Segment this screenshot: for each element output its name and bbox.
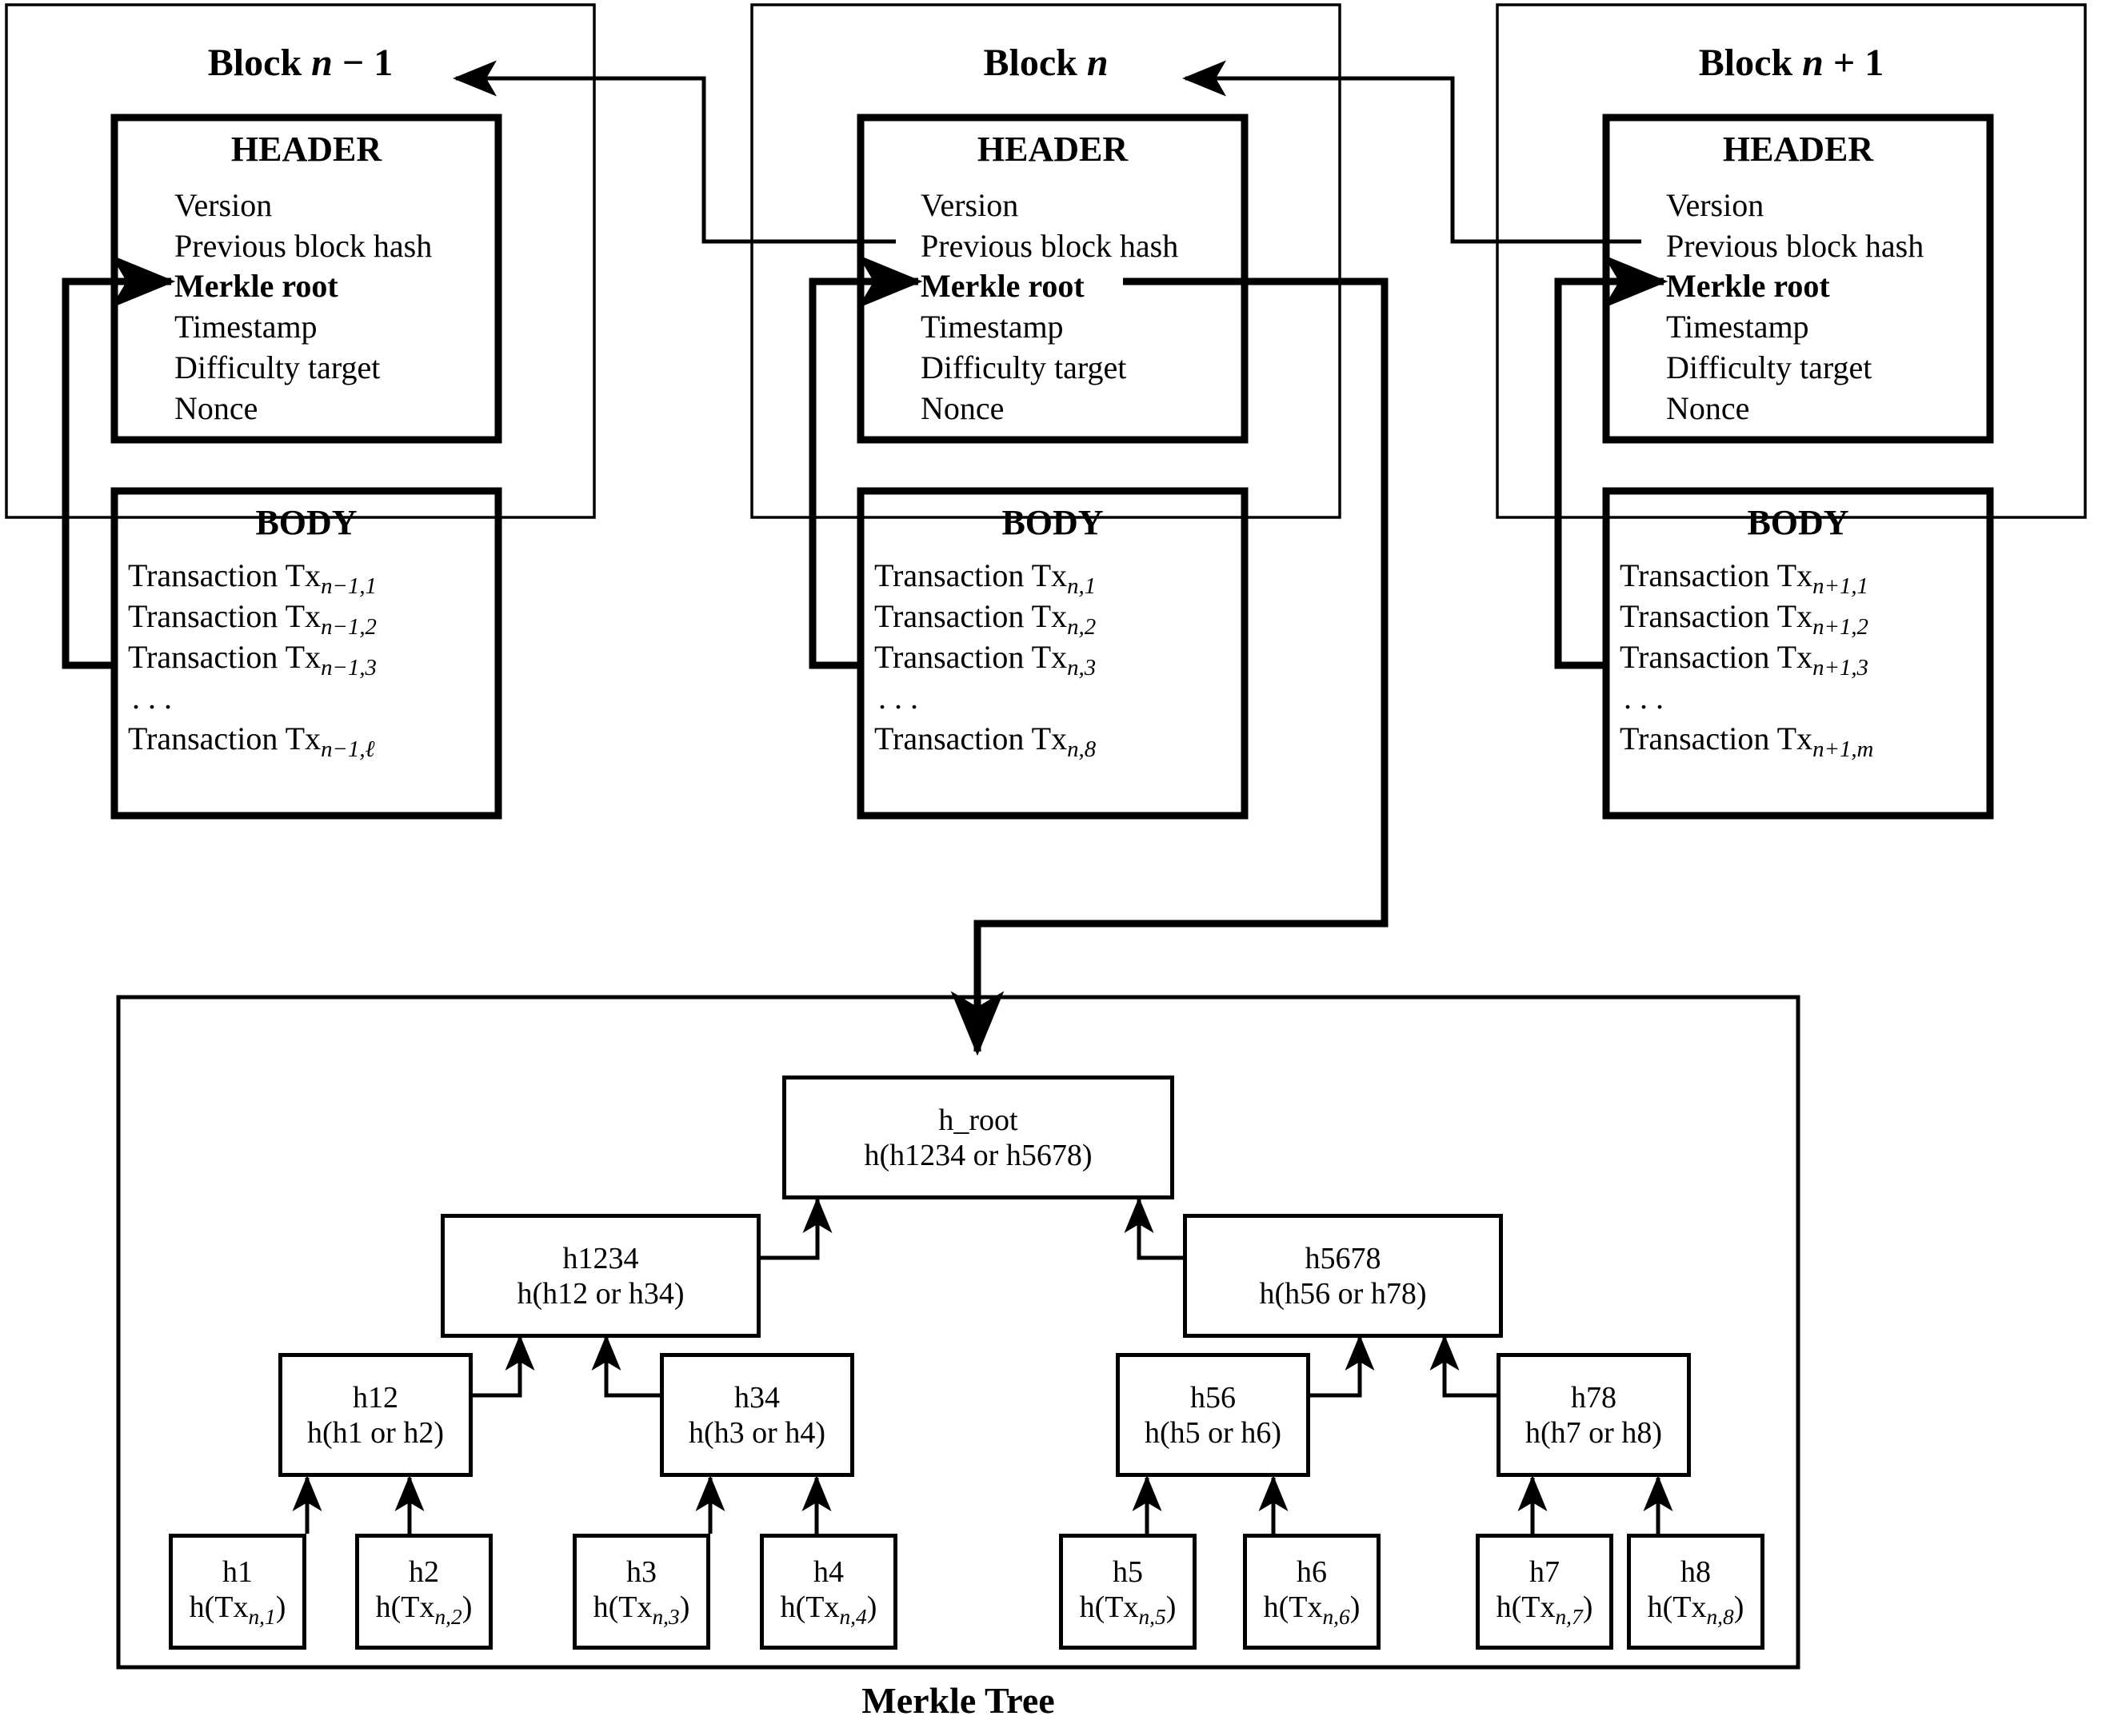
body-label-n-plus-1: BODY <box>1747 503 1849 542</box>
merkle-leaf-h5: h5 h(Txn,5) <box>1059 1534 1197 1650</box>
edge-h34-to-h1234 <box>591 1334 661 1398</box>
body-label-n-minus-1: BODY <box>255 503 358 542</box>
merkle-leaf-formula: h(Txn,4) <box>780 1590 877 1629</box>
merkle-node-h12: h12 h(h1 or h2) <box>278 1353 473 1477</box>
chain-arrow-n-to-n-minus-1 <box>452 60 896 244</box>
merkle-leaf-h4: h4 h(Txn,4) <box>760 1534 897 1650</box>
body-tx-1-n-plus-1: Transaction Txn+1,1 <box>1620 557 1868 600</box>
block-title-n: Block n <box>983 42 1109 84</box>
header-field-merkle-root-n-minus-1: Merkle root <box>174 268 338 304</box>
merkle-node-formula: h(h1234 or h5678) <box>864 1138 1093 1172</box>
merkle-node-formula: h(h7 or h8) <box>1525 1415 1662 1450</box>
merkle-node-name: h5678 <box>1305 1241 1381 1275</box>
edge-h56-to-h5678 <box>1309 1334 1375 1398</box>
merkle-leaf-h2: h2 h(Txn,2) <box>355 1534 493 1650</box>
header-field-version-n-minus-1: Version <box>174 187 273 223</box>
merkle-node-h-root: h_root h(h1234 or h5678) <box>782 1076 1174 1199</box>
header-label-n-plus-1: HEADER <box>1722 130 1874 169</box>
body-tx-1-n: Transaction Txn,1 <box>874 557 1097 600</box>
merkle-leaf-name: h7 <box>1529 1554 1560 1589</box>
header-field-prev-hash-n: Previous block hash <box>921 228 1179 264</box>
header-field-difficulty-n-plus-1: Difficulty target <box>1666 349 1872 385</box>
merkle-leaf-name: h6 <box>1297 1554 1327 1589</box>
merkle-node-name: h56 <box>1190 1380 1236 1415</box>
merkle-node-formula: h(h3 or h4) <box>689 1415 825 1450</box>
header-field-merkle-root-n: Merkle root <box>921 268 1085 304</box>
body-tx-2-n: Transaction Txn,2 <box>874 598 1097 641</box>
merkle-node-h56: h56 h(h5 or h6) <box>1116 1353 1310 1477</box>
merkle-node-formula: h(h12 or h34) <box>517 1276 685 1311</box>
merkle-node-formula: h(h1 or h2) <box>307 1415 444 1450</box>
merkle-node-name: h_root <box>938 1103 1018 1137</box>
body-tx-last-n: Transaction Txn,8 <box>874 720 1097 763</box>
body-ellipsis-n-plus-1: . . . <box>1624 680 1664 716</box>
header-field-nonce-n-minus-1: Nonce <box>174 390 258 426</box>
header-field-nonce-n-plus-1: Nonce <box>1666 390 1750 426</box>
merkle-node-name: h34 <box>734 1380 780 1415</box>
edge-h78-to-h5678 <box>1429 1334 1497 1398</box>
merkle-leaf-h1: h1 h(Txn,1) <box>169 1534 306 1650</box>
merkle-node-h1234: h1234 h(h12 or h34) <box>441 1214 761 1338</box>
merkle-leaf-name: h2 <box>409 1554 439 1589</box>
header-field-nonce-n: Nonce <box>921 390 1005 426</box>
edge-h5678-to-root <box>1124 1196 1184 1260</box>
block-title-n-plus-1: Block n + 1 <box>1698 42 1884 84</box>
merkle-leaf-name: h4 <box>813 1554 844 1589</box>
merkle-node-h34: h34 h(h3 or h4) <box>660 1353 854 1477</box>
merkle-leaf-formula: h(Txn,2) <box>375 1590 473 1629</box>
merkle-leaf-formula: h(Txn,1) <box>189 1590 286 1629</box>
header-label-n-minus-1: HEADER <box>230 130 382 169</box>
merkle-node-h5678: h5678 h(h56 or h78) <box>1183 1214 1503 1338</box>
header-field-timestamp-n-plus-1: Timestamp <box>1666 309 1809 345</box>
merkle-leaf-formula: h(Txn,5) <box>1079 1590 1177 1629</box>
body-tx-3-n-plus-1: Transaction Txn+1,3 <box>1620 639 1868 681</box>
merkle-leaf-formula: h(Txn,8) <box>1647 1590 1744 1629</box>
merkle-leaf-h3: h3 h(Txn,3) <box>573 1534 710 1650</box>
header-field-prev-hash-n-minus-1: Previous block hash <box>174 228 433 264</box>
merkle-leaf-name: h1 <box>222 1554 253 1589</box>
merkle-node-name: h78 <box>1571 1380 1616 1415</box>
edge-h12-to-h1234 <box>472 1334 535 1398</box>
merkle-leaf-name: h5 <box>1113 1554 1143 1589</box>
merkle-leaf-formula: h(Txn,3) <box>593 1590 690 1629</box>
header-field-difficulty-n: Difficulty target <box>921 349 1127 385</box>
merkle-leaf-h6: h6 h(Txn,6) <box>1243 1534 1381 1650</box>
merkle-tree-caption: Merkle Tree <box>861 1680 1055 1721</box>
merkle-leaf-name: h3 <box>626 1554 657 1589</box>
body-tx-2-n-minus-1: Transaction Txn−1,2 <box>128 598 377 641</box>
merkle-node-name: h1234 <box>562 1241 639 1275</box>
header-field-version-n: Version <box>921 187 1019 223</box>
header-field-timestamp-n-minus-1: Timestamp <box>174 309 318 345</box>
merkle-leaf-h8: h8 h(Txn,8) <box>1627 1534 1764 1650</box>
body-tx-3-n: Transaction Txn,3 <box>874 639 1097 681</box>
header-field-difficulty-n-minus-1: Difficulty target <box>174 349 381 385</box>
merkle-node-formula: h(h5 or h6) <box>1145 1415 1281 1450</box>
merkle-leaf-formula: h(Txn,6) <box>1263 1590 1361 1629</box>
merkle-leaf-name: h8 <box>1680 1554 1711 1589</box>
body-tx-1-n-minus-1: Transaction Txn−1,1 <box>128 557 377 600</box>
header-field-merkle-root-n-plus-1: Merkle root <box>1666 268 1830 304</box>
merkle-leaf-formula: h(Txn,7) <box>1496 1590 1593 1629</box>
body-tx-3-n-minus-1: Transaction Txn−1,3 <box>128 639 377 681</box>
chain-arrow-n-plus-1-to-n <box>1181 60 1641 244</box>
header-field-prev-hash-n-plus-1: Previous block hash <box>1666 228 1924 264</box>
header-field-timestamp-n: Timestamp <box>921 309 1064 345</box>
body-ellipsis-n: . . . <box>878 680 918 716</box>
header-label-n: HEADER <box>977 130 1129 169</box>
merkle-node-name: h12 <box>353 1380 398 1415</box>
edge-h1234-to-root <box>760 1196 833 1260</box>
body-tx-last-n-plus-1: Transaction Txn+1,m <box>1620 720 1874 763</box>
body-tx-last-n-minus-1: Transaction Txn−1,ℓ <box>128 720 375 763</box>
body-ellipsis-n-minus-1: . . . <box>132 680 172 716</box>
body-tx-2-n-plus-1: Transaction Txn+1,2 <box>1620 598 1868 641</box>
merkle-node-h78: h78 h(h7 or h8) <box>1497 1353 1691 1477</box>
header-field-version-n-plus-1: Version <box>1666 187 1764 223</box>
merkle-node-formula: h(h56 or h78) <box>1259 1276 1427 1311</box>
merkle-leaf-h7: h7 h(Txn,7) <box>1476 1534 1613 1650</box>
body-label-n: BODY <box>1001 503 1104 542</box>
block-title-n-minus-1: Block n − 1 <box>207 42 394 84</box>
